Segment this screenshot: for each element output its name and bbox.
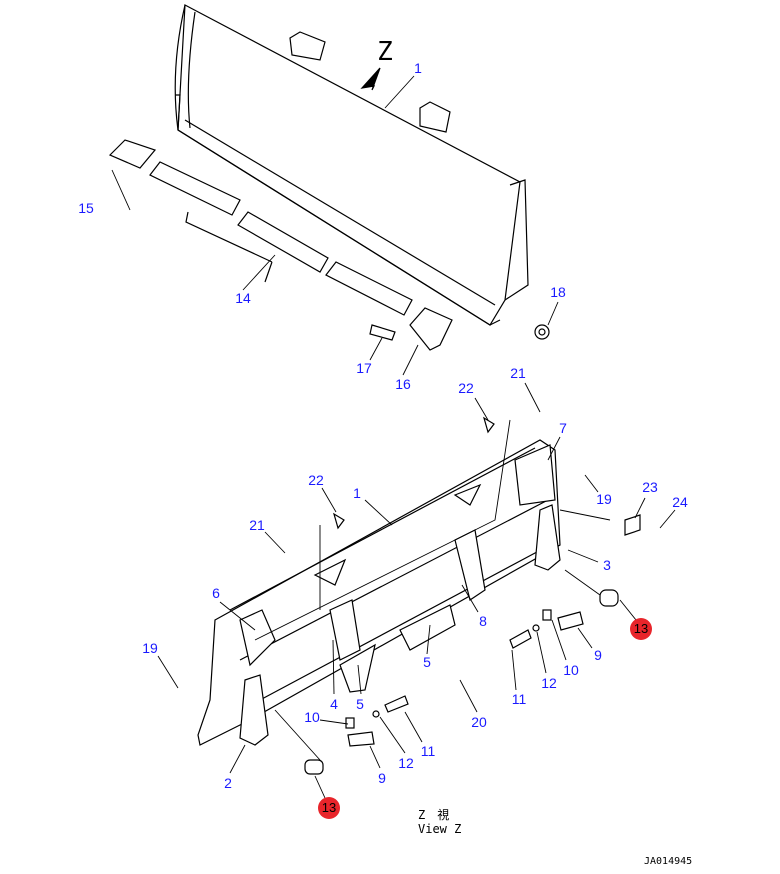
view-z-arrow xyxy=(360,67,381,91)
callout-15[interactable]: 15 xyxy=(78,200,94,216)
callout-10[interactable]: 10 xyxy=(563,662,579,678)
callout-5[interactable]: 5 xyxy=(356,696,364,712)
callout-2[interactable]: 2 xyxy=(224,775,232,791)
callout-11[interactable]: 11 xyxy=(420,743,436,759)
callout-16[interactable]: 16 xyxy=(395,376,411,392)
drawing-code: JA014945 xyxy=(644,856,693,867)
cutting-edges xyxy=(108,139,453,351)
callout-7[interactable]: 7 xyxy=(559,420,567,436)
callout-13-highlighted[interactable]: 13 xyxy=(318,797,340,819)
callout-1-frame[interactable]: 1 xyxy=(353,485,361,501)
callout-17[interactable]: 17 xyxy=(356,360,372,376)
caption-line-2: View Z xyxy=(418,822,462,836)
callout-19[interactable]: 19 xyxy=(596,491,612,507)
callout-14[interactable]: 14 xyxy=(235,290,251,306)
view-caption: Z 視 View Z xyxy=(418,808,461,836)
callout-6[interactable]: 6 xyxy=(212,585,220,601)
callout-12[interactable]: 12 xyxy=(398,755,414,771)
callout-18[interactable]: 18 xyxy=(550,284,566,300)
caption-line-1: Z 視 xyxy=(418,808,450,822)
callout-22[interactable]: 22 xyxy=(308,472,324,488)
callout-13-highlighted[interactable]: 13 xyxy=(630,618,652,640)
callout-23[interactable]: 23 xyxy=(642,479,658,495)
callout-20[interactable]: 20 xyxy=(471,714,487,730)
callout-4[interactable]: 4 xyxy=(330,696,338,712)
callout-21[interactable]: 21 xyxy=(249,517,265,533)
callout-21[interactable]: 21 xyxy=(510,365,526,381)
top-fasteners xyxy=(369,324,550,341)
callout-8[interactable]: 8 xyxy=(479,613,487,629)
leader-lines xyxy=(111,75,676,799)
callout-19[interactable]: 19 xyxy=(142,640,158,656)
pins-bushings xyxy=(304,416,641,775)
blade-assembly xyxy=(174,4,529,326)
callout-9[interactable]: 9 xyxy=(378,770,386,786)
callout-9[interactable]: 9 xyxy=(594,647,602,663)
callout-10[interactable]: 10 xyxy=(304,709,320,725)
callout-12[interactable]: 12 xyxy=(541,675,557,691)
view-z-label: Z xyxy=(377,37,393,67)
callout-11[interactable]: 11 xyxy=(511,691,527,707)
frame-assembly xyxy=(197,439,561,746)
callout-5[interactable]: 5 xyxy=(423,654,431,670)
callout-1-blade[interactable]: 1 xyxy=(414,60,422,76)
callout-3[interactable]: 3 xyxy=(603,557,611,573)
callout-22[interactable]: 22 xyxy=(458,380,474,396)
callout-24[interactable]: 24 xyxy=(672,494,688,510)
